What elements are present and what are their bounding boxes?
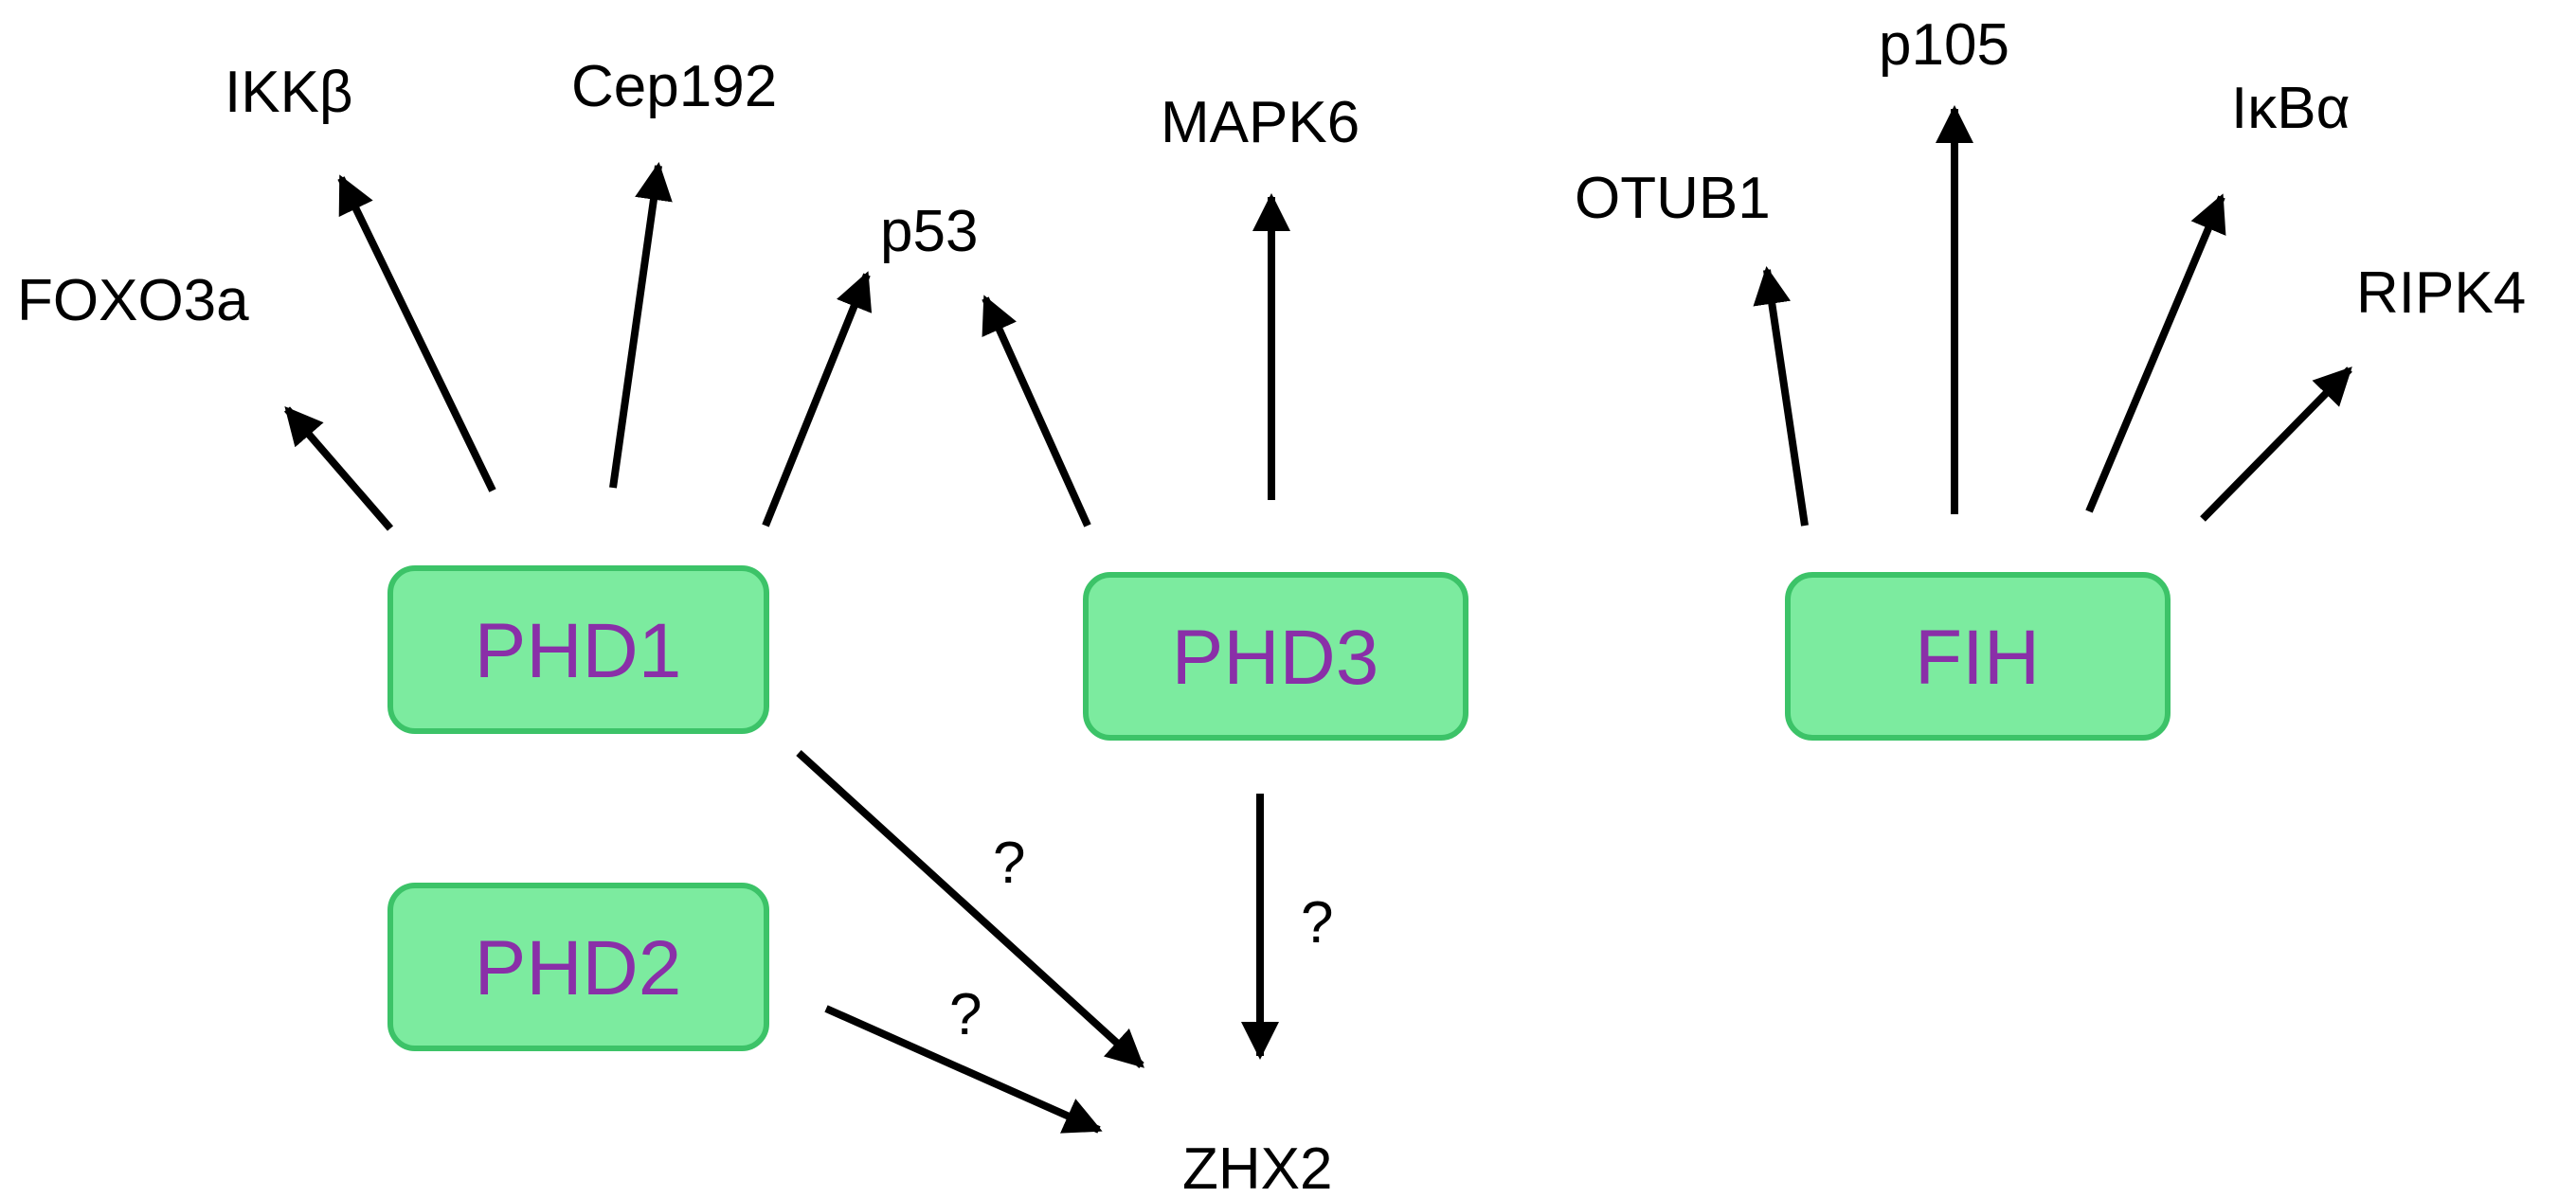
arrow-phd1-p53 <box>762 271 873 527</box>
arrow-phd1-ikkb <box>337 174 496 492</box>
phd2-label: PHD2 <box>475 925 682 1011</box>
label-mapk6: MAPK6 <box>1161 90 1360 155</box>
arrow-phd2-zhx2 <box>824 1005 1103 1134</box>
question-mark-phd2-zhx2: ? <box>949 982 982 1047</box>
label-p53: p53 <box>880 199 978 264</box>
label-ripk4: RIPK4 <box>2356 260 2526 326</box>
label-otub1: OTUB1 <box>1575 166 1771 231</box>
arrow-fih-ikba <box>2085 193 2226 513</box>
arrow-phd1-cep192 <box>609 162 673 489</box>
question-mark-phd1-zhx2: ? <box>993 831 1025 896</box>
label-ikba: IκBα <box>2231 76 2350 141</box>
arrow-fih-ripk4 <box>2200 367 2352 522</box>
arrow-phd1-foxo3a <box>283 405 394 531</box>
arrow-phd1-zhx2 <box>796 750 1144 1068</box>
phd3-box: PHD3 <box>1083 572 1468 741</box>
label-cep192: Cep192 <box>571 54 777 119</box>
arrow-phd3-p53 <box>982 295 1091 527</box>
label-zhx2: ZHX2 <box>1182 1136 1332 1198</box>
phd3-label: PHD3 <box>1172 615 1379 701</box>
phd1-label: PHD1 <box>475 608 682 694</box>
phd1-box: PHD1 <box>387 565 769 734</box>
question-mark-phd3-zhx2: ? <box>1301 890 1333 956</box>
fih-label: FIH <box>1915 615 2040 701</box>
fih-box: FIH <box>1785 572 2171 741</box>
label-foxo3a: FOXO3a <box>17 268 249 333</box>
arrow-fih-otub1 <box>1753 266 1809 527</box>
label-ikkb: IKKβ <box>225 60 353 125</box>
phd2-box: PHD2 <box>387 883 769 1051</box>
label-p105: p105 <box>1879 12 2009 78</box>
